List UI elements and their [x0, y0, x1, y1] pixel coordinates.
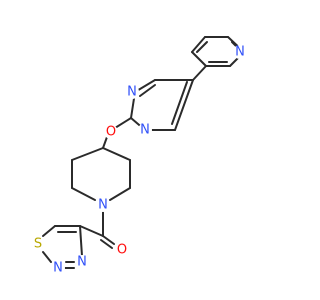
bond [79, 225, 83, 257]
atom-label-n-thiadiazole-2: N [75, 255, 89, 270]
bond [174, 79, 194, 131]
atom-label-n-thiadiazole-1: N [51, 261, 65, 276]
svg-text:S: S [34, 237, 42, 252]
thiadiazole-ring [42, 225, 83, 269]
bond [191, 36, 206, 53]
bond [71, 147, 104, 161]
bond [42, 251, 52, 263]
bond [100, 239, 113, 249]
svg-text:N: N [127, 85, 137, 100]
atom-label-n-pyrimidine-left: N [125, 85, 139, 100]
atom-label-o-ether: O [104, 125, 118, 140]
bond [102, 147, 131, 161]
svg-text:N: N [235, 45, 245, 60]
bond [109, 187, 131, 201]
svg-text:O: O [117, 243, 127, 258]
svg-text:O: O [106, 125, 116, 140]
bond [114, 117, 132, 129]
bond [71, 187, 96, 201]
atom-label-o-carbonyl: O [115, 243, 129, 258]
molecule-structure-diagram: N N N O N O S N N [31, 36, 247, 276]
bond [171, 81, 188, 125]
atom-label-n-pyridine: N [233, 45, 247, 60]
bond [79, 225, 104, 237]
piperidine-ring [71, 147, 131, 201]
atom-label-n-pyrimidine-right: N [138, 123, 152, 138]
bond [139, 84, 156, 97]
bond [192, 65, 207, 81]
bond [191, 51, 207, 67]
atom-label-n-piperidine: N [96, 198, 110, 213]
svg-text:N: N [53, 261, 63, 276]
svg-text:N: N [140, 123, 150, 138]
svg-text:N: N [98, 198, 108, 213]
atom-label-s-thiadiazole: S [31, 237, 45, 252]
bond [102, 235, 115, 245]
bond [196, 41, 208, 53]
bond [102, 136, 108, 149]
bond [42, 225, 56, 237]
svg-text:N: N [77, 255, 87, 270]
